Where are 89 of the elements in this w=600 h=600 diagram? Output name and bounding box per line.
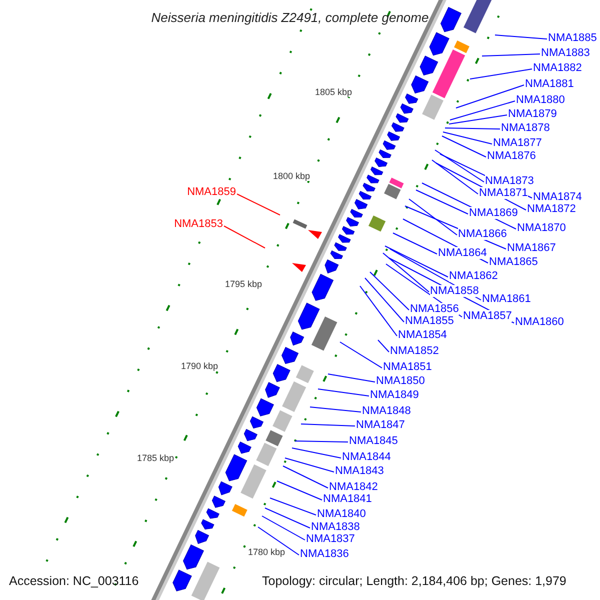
leader-line <box>416 190 468 214</box>
leader-line <box>310 406 362 412</box>
gene-label: NMA1857 <box>463 310 512 322</box>
leader-line <box>378 340 390 352</box>
gene-label: NMA1874 <box>533 191 582 203</box>
gene-label: NMA1870 <box>517 222 566 234</box>
gene-label: NMA1872 <box>527 203 576 215</box>
leader-line <box>384 246 448 278</box>
gene-label: NMA1878 <box>501 122 550 134</box>
leader-line <box>276 480 322 500</box>
gene-label: NMA1859 <box>187 186 236 198</box>
gene-label: NMA1883 <box>541 47 590 59</box>
leader-line <box>408 198 458 236</box>
gene-label: NMA1842 <box>329 481 378 493</box>
leader-line <box>340 342 382 368</box>
gene-label: NMA1882 <box>533 62 582 74</box>
gene-label: NMA1851 <box>383 361 432 373</box>
leader-line <box>442 136 486 158</box>
leader-line <box>450 100 516 120</box>
leader-line <box>448 114 508 124</box>
gene-label: NMA1880 <box>516 94 565 106</box>
position-label: 1795 kbp <box>224 279 262 289</box>
gene-label: NMA1879 <box>508 108 557 120</box>
leader-line <box>364 278 404 322</box>
leader-line <box>236 194 280 216</box>
leader-line <box>224 226 266 248</box>
leader-line <box>264 508 310 528</box>
gene-label: NMA1862 <box>449 270 498 282</box>
gene-label: NMA1843 <box>335 465 384 477</box>
leader-line <box>294 440 348 442</box>
leader-line <box>442 132 492 144</box>
gene-label: NMA1876 <box>487 150 536 162</box>
gene-label: NMA1861 <box>482 293 531 305</box>
gene-label: NMA1845 <box>349 435 398 447</box>
leader-line <box>444 128 500 130</box>
gene-label: NMA1873 <box>485 175 534 187</box>
gene-label: NMA1860 <box>515 316 564 328</box>
leader-line <box>318 388 370 396</box>
leader-line <box>434 150 484 182</box>
gene-label: NMA1865 <box>489 256 538 268</box>
leader-line <box>470 68 532 80</box>
leader-line <box>494 34 548 40</box>
position-label: 1805 kbp <box>314 87 352 97</box>
gene-label: NMA1838 <box>311 521 360 533</box>
leader-line <box>382 252 430 292</box>
leader-line <box>456 84 524 108</box>
gene-label: NMA1856 <box>410 303 459 315</box>
leader-line <box>328 374 376 382</box>
leader-line <box>360 286 398 336</box>
gene-label: NMA1837 <box>306 533 355 545</box>
leader-line <box>282 466 328 488</box>
gene-label: NMA1855 <box>405 315 454 327</box>
gene-label: NMA1866 <box>458 228 507 240</box>
gene-label: NMA1881 <box>525 78 574 90</box>
gene-label: NMA1844 <box>342 451 391 463</box>
gene-label: NMA1853 <box>174 218 223 230</box>
gene-label: NMA1867 <box>507 242 556 254</box>
leader-line <box>300 424 356 426</box>
leader-line <box>270 498 316 516</box>
gene-label: NMA1852 <box>390 345 439 357</box>
gene-label: NMA1877 <box>493 137 542 149</box>
footer-text: Accession: NC_003116 <box>9 574 139 588</box>
gene-label: NMA1854 <box>398 329 447 341</box>
position-label: 1780 kbp <box>248 547 286 557</box>
footer-text: Topology: circular; Length: 2,184,406 bp; Genes: 1,979 <box>262 574 566 588</box>
gene-label: NMA1869 <box>469 207 518 219</box>
gene-label: NMA1847 <box>356 419 405 431</box>
gene-label: NMA1871 <box>479 187 528 199</box>
leader-line <box>432 160 478 194</box>
gene-label: NMA1885 <box>548 32 597 44</box>
leader-line <box>292 448 342 458</box>
gene-label: NMA1849 <box>370 389 419 401</box>
gene-label: NMA1864 <box>438 247 487 259</box>
leader-line <box>258 526 300 556</box>
gene-label: NMA1841 <box>323 493 372 505</box>
position-label: 1790 kbp <box>180 361 218 371</box>
leader-line <box>370 272 410 310</box>
leader-line <box>482 54 540 56</box>
title: Neisseria meningitidis Z2491, complete genome <box>151 10 429 25</box>
leader-line <box>284 458 334 472</box>
gene-label: NMA1848 <box>362 405 411 417</box>
position-label: 1785 kbp <box>136 453 174 463</box>
leader-line <box>262 516 306 540</box>
position-label: 1800 kbp <box>272 171 310 181</box>
gene-label: NMA1836 <box>300 548 349 560</box>
leader-line <box>392 232 438 254</box>
gene-label: NMA1850 <box>376 375 425 387</box>
gene-label: NMA1840 <box>317 508 366 520</box>
gene-label: NMA1858 <box>430 285 479 297</box>
